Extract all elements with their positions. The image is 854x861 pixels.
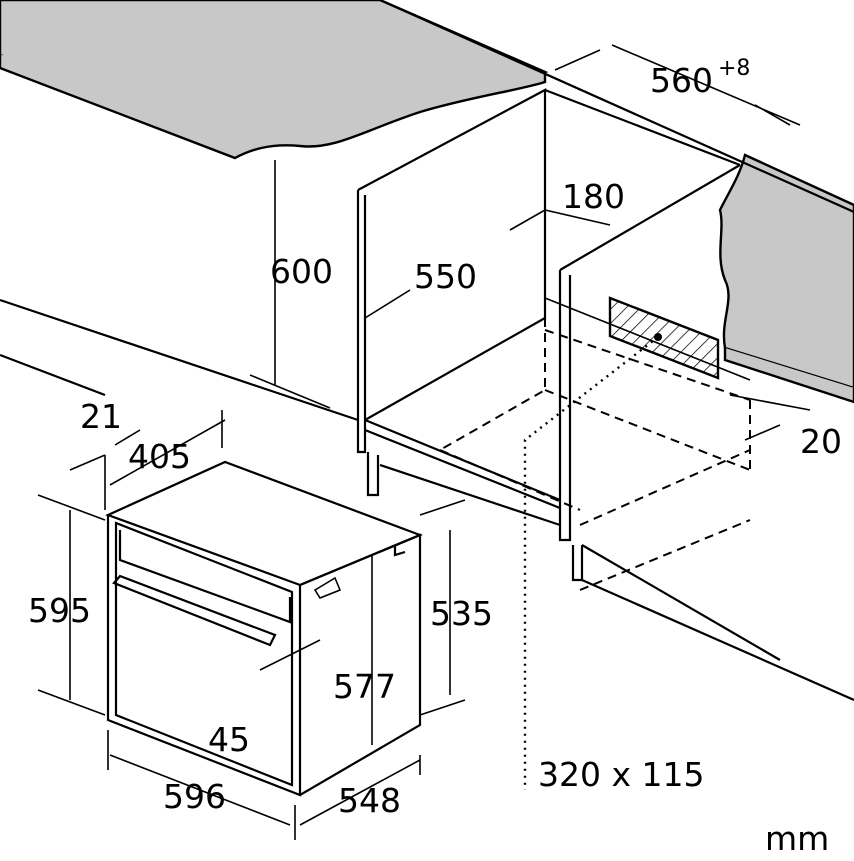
dim-panel-thickness: 21	[80, 397, 122, 436]
dim-cabinet-depth: 550	[414, 257, 477, 296]
vent-opening	[523, 296, 720, 790]
dim-inner-height: 577	[333, 667, 396, 706]
dim-cabinet-height: 600	[270, 252, 333, 291]
cabinet-structure	[0, 0, 854, 702]
dim-vent-opening: 320 x 115	[538, 755, 705, 794]
dim-oven-depth: 548	[338, 781, 401, 820]
unit-label: mm	[765, 819, 830, 858]
dim-front-offset: 20	[800, 422, 842, 461]
dim-rear-gap: 180	[562, 177, 625, 216]
dim-oven-height: 595	[28, 591, 91, 630]
oven	[105, 460, 423, 797]
countertop-left	[0, 0, 549, 160]
dim-handle-gap: 45	[208, 720, 250, 759]
countertop-right	[718, 153, 854, 404]
dimension-lines	[37, 44, 811, 840]
dim-niche-depth-tolerance: +8	[718, 56, 751, 81]
dim-body-height: 535	[430, 594, 493, 633]
dim-oven-width: 596	[163, 777, 226, 816]
dim-niche-depth: 560	[650, 61, 713, 100]
dim-door-depth: 405	[128, 437, 191, 476]
